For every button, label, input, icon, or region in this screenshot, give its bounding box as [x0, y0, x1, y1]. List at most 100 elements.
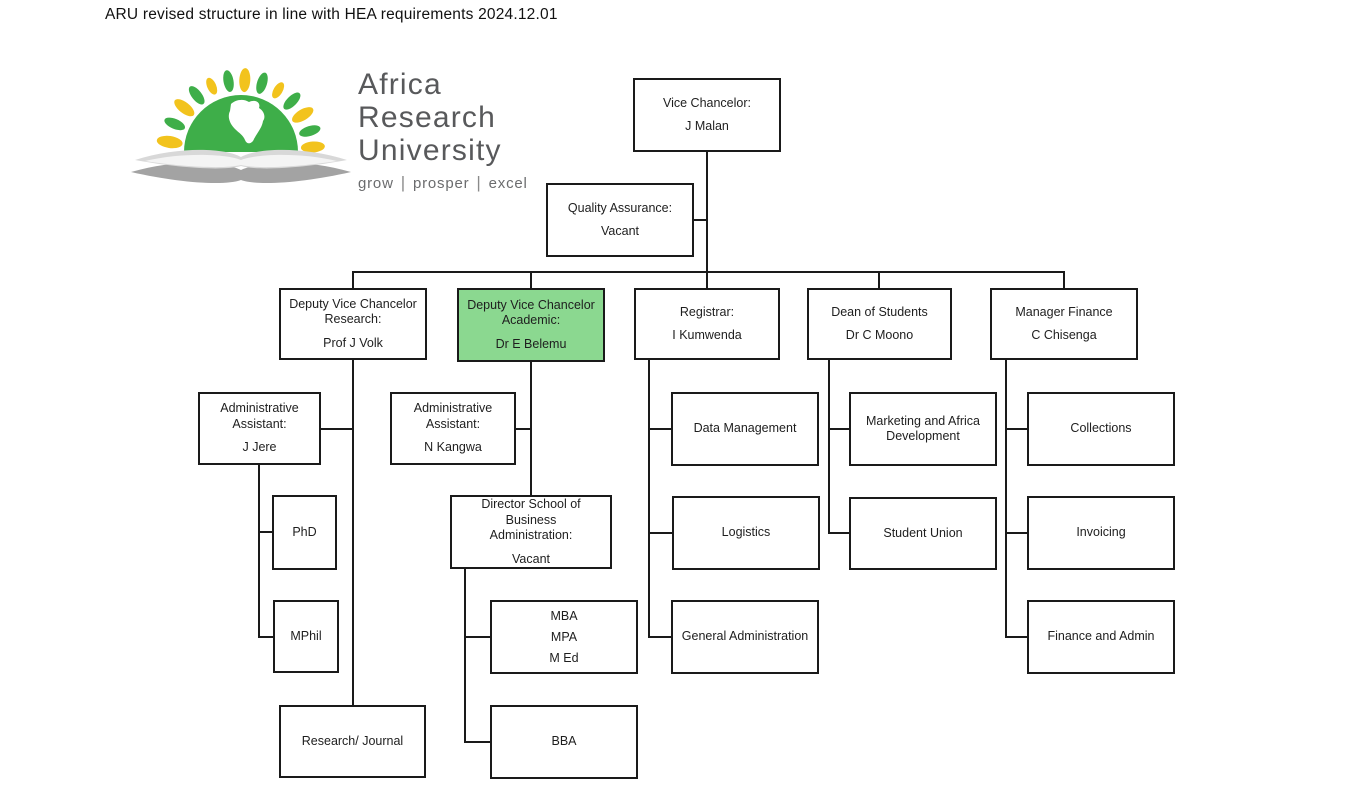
node-title: Research: [324, 312, 382, 327]
connector-line [648, 532, 674, 534]
node-invoicing: Invoicing [1027, 496, 1175, 570]
connector-line [1005, 532, 1029, 534]
node-administrative-assistant-kangwa: Administrative Assistant: N Kangwa [390, 392, 516, 465]
tagline-separator: | [476, 173, 482, 192]
node-title: Manager Finance [1015, 304, 1113, 319]
node-marketing-and-africa-development: Marketing and Africa Development [849, 392, 997, 466]
tagline-word: prosper [412, 174, 470, 192]
node-title: MPA [550, 629, 578, 644]
node-finance-and-admin: Finance and Admin [1027, 600, 1175, 674]
node-vice-chancelor: Vice Chancelor: J Malan [633, 78, 781, 152]
connector-line [828, 428, 851, 430]
connector-line [352, 271, 354, 289]
connector-line [258, 636, 275, 638]
node-logistics: Logistics [672, 496, 820, 570]
connector-line [828, 532, 851, 534]
node-name: J Jere [242, 440, 277, 455]
node-title: Administration: [489, 528, 573, 542]
node-title: Collections [1070, 421, 1132, 436]
connector-line [706, 271, 708, 289]
connector-line [1005, 428, 1029, 430]
node-title: Logistics [721, 525, 771, 540]
logo-tagline: grow | prosper | excel [358, 173, 528, 193]
node-deputy-vice-chancelor-research: Deputy Vice Chancelor Research: Prof J V… [279, 288, 427, 360]
node-name: N Kangwa [424, 440, 482, 455]
sun-rays-icon [156, 68, 325, 153]
connector-line [464, 636, 492, 638]
node-director-school-of-business: Director School of Business Administrati… [450, 495, 612, 569]
node-title: Quality Assurance: [567, 200, 673, 215]
node-registrar: Registrar: I Kumwenda [634, 288, 780, 360]
node-mba-mpa-med: MBA MPA M Ed [490, 600, 638, 674]
tagline-word: grow [358, 174, 394, 192]
logo-name-line: Africa [358, 68, 442, 101]
connector-line [1063, 271, 1065, 289]
node-administrative-assistant-jere: Administrative Assistant: J Jere [198, 392, 321, 465]
africa-dome-icon [184, 95, 298, 152]
node-title: Assistant: [232, 416, 287, 431]
node-name: Vacant [601, 224, 639, 238]
node-title: Deputy Vice Chancelor [467, 297, 595, 312]
node-title: Marketing and Africa [866, 413, 980, 428]
page-title: ARU revised structure in line with HEA r… [105, 6, 558, 23]
node-title: PhD [292, 524, 317, 539]
connector-line [648, 636, 673, 638]
connector-line [464, 569, 466, 742]
university-logo: Africa Research University grow | prospe… [130, 56, 530, 201]
node-title: Academic: [501, 313, 561, 328]
node-title: Invoicing [1076, 525, 1126, 540]
node-title: MPhil [290, 628, 322, 643]
node-title: General Administration [681, 629, 809, 644]
node-title: Assistant: [425, 416, 481, 431]
node-name: Prof J Volk [323, 335, 383, 350]
node-title: Student Union [883, 525, 963, 540]
node-name: Vacant [512, 551, 550, 566]
node-title: Registrar: [679, 304, 735, 319]
connector-line [648, 360, 650, 638]
logo-name-line: University [358, 134, 502, 167]
tagline-separator: | [400, 173, 406, 192]
node-student-union: Student Union [849, 497, 997, 570]
node-research-journal: Research/ Journal [279, 705, 426, 778]
connector-line [1005, 360, 1007, 638]
connector-line [321, 428, 354, 430]
node-title: Director School of Business [481, 497, 581, 527]
node-data-management: Data Management [671, 392, 819, 466]
logo-graphic-icon [131, 68, 351, 184]
logo-name-line: Research [358, 101, 496, 134]
node-title: M Ed [549, 650, 579, 665]
connector-line [514, 428, 532, 430]
node-title: Research/ Journal [301, 733, 404, 748]
logo-text: Africa Research University grow | prospe… [358, 68, 528, 193]
node-collections: Collections [1027, 392, 1175, 466]
node-name: I Kumwenda [672, 328, 742, 342]
node-title: Vice Chancelor: [662, 95, 751, 110]
connector-line [878, 271, 880, 289]
node-title: Finance and Admin [1047, 629, 1155, 644]
node-manager-finance: Manager Finance C Chisenga [990, 288, 1138, 360]
connector-line [530, 271, 532, 289]
node-phd: PhD [272, 495, 337, 570]
node-deputy-vice-chancelor-academic: Deputy Vice Chancelor Academic: Dr E Bel… [457, 288, 605, 362]
node-name: C Chisenga [1031, 328, 1097, 342]
node-title: Development [886, 429, 960, 443]
node-title: Dean of Students [831, 304, 928, 319]
node-bba: BBA [490, 705, 638, 779]
node-title: MBA [550, 608, 578, 623]
node-name: J Malan [685, 119, 729, 133]
connector-line [258, 465, 260, 638]
node-title: BBA [551, 734, 577, 749]
connector-line [258, 531, 274, 533]
connector-line [352, 360, 354, 705]
node-quality-assurance: Quality Assurance: Vacant [546, 183, 694, 257]
connector-line [706, 152, 708, 272]
book-icon [131, 149, 351, 184]
node-title: Administrative [413, 401, 493, 416]
node-name: Dr E Belemu [495, 336, 567, 351]
connector-line [828, 360, 830, 534]
node-title: Administrative [220, 401, 299, 416]
tagline-word: excel [488, 174, 528, 192]
node-name: Dr C Moono [845, 328, 914, 342]
node-title: Deputy Vice Chancelor [289, 296, 417, 311]
